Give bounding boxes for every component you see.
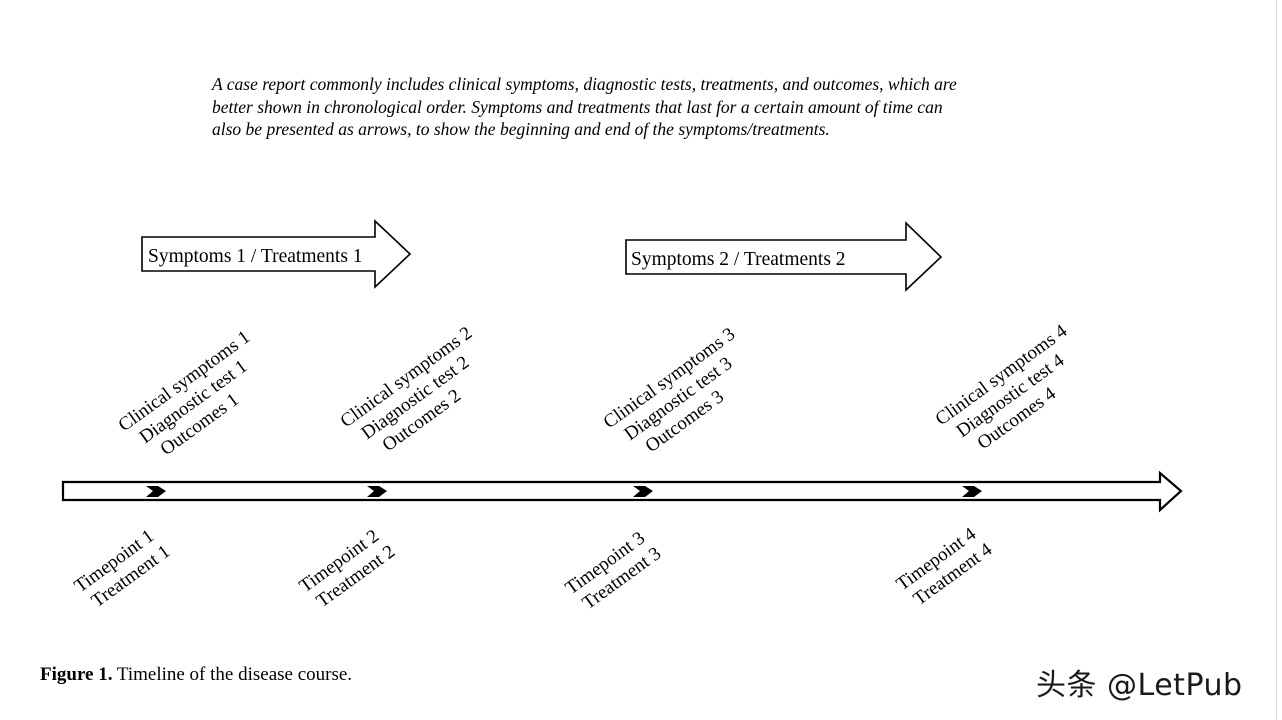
timeline-axis	[61, 470, 1183, 513]
event-3-above: Clinical symptoms 3 Diagnostic test 3 Ou…	[600, 324, 740, 457]
figure-caption-text: Timeline of the disease course.	[112, 664, 353, 685]
event-marker-2	[367, 486, 387, 497]
event-3-below: Timepoint 3 Treatment 3	[562, 528, 665, 614]
figure-caption: Figure 1. Timeline of the disease course…	[40, 664, 352, 686]
intro-line-3: also be presented as arrows, to show the…	[212, 119, 830, 139]
page-edge-line	[1276, 0, 1277, 720]
event-marker-1	[146, 486, 166, 497]
event-marker-3	[633, 486, 653, 497]
timeline-arrow-shape	[61, 470, 1183, 513]
period-arrow-2-label: Symptoms 2 / Treatments 2	[631, 249, 846, 270]
period-arrow-1-label: Symptoms 1 / Treatments 1	[148, 246, 363, 267]
period-arrow-2: Symptoms 2 / Treatments 2	[625, 221, 943, 292]
watermark: 头条 @LetPub	[1036, 668, 1243, 703]
intro-line-2: better shown in chronological order. Sym…	[212, 96, 943, 117]
intro-paragraph: A case report commonly includes clinical…	[212, 73, 1072, 141]
event-4-above: Clinical symptoms 4 Diagnostic test 4 Ou…	[932, 320, 1072, 454]
intro-line-1: A case report commonly includes clinical…	[212, 74, 957, 94]
period-arrow-1-shape	[141, 219, 412, 289]
figure-caption-label: Figure 1.	[40, 664, 113, 685]
event-1-below: Timepoint 1 Treatment 1	[71, 526, 174, 612]
event-2-above: Clinical symptoms 2 Diagnostic test 2 Ou…	[337, 323, 477, 456]
event-4-below: Timepoint 4 Treatment 4	[893, 523, 997, 610]
event-2-below: Timepoint 2 Treatment 2	[296, 526, 399, 612]
event-1-above: Clinical symptoms 1 Diagnostic test 1 Ou…	[115, 327, 255, 460]
period-arrow-2-shape	[625, 221, 943, 292]
period-arrow-1: Symptoms 1 / Treatments 1	[141, 219, 412, 289]
event-marker-4	[962, 486, 982, 497]
